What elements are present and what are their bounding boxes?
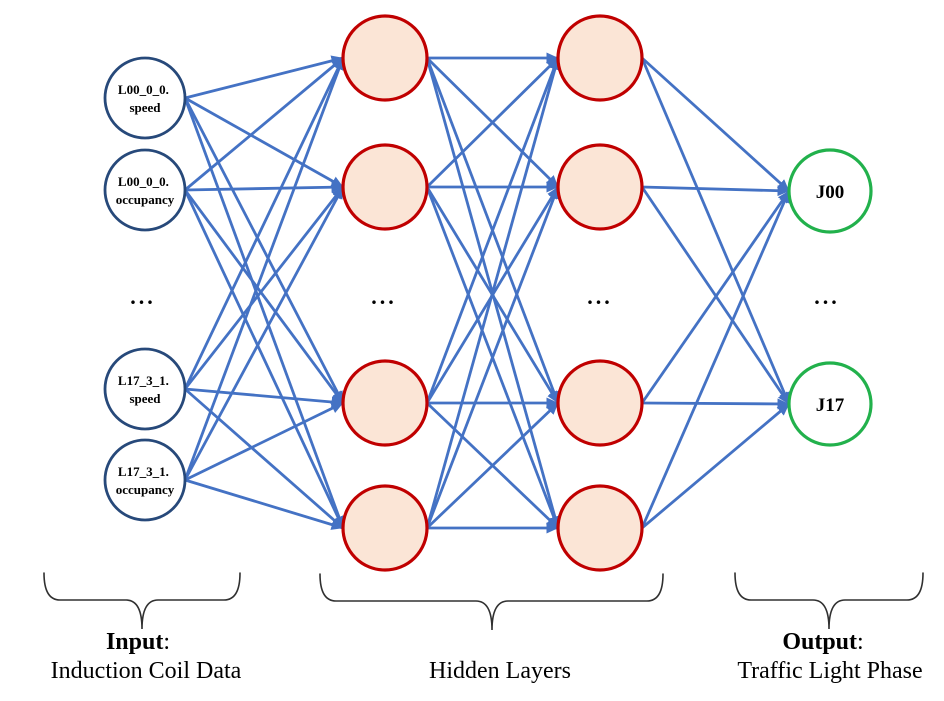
hidden2-node-4 <box>556 484 644 572</box>
edge <box>425 57 561 529</box>
edge <box>184 56 344 192</box>
edge <box>183 97 345 404</box>
output-node-1-label: J00 <box>816 182 845 203</box>
edge <box>426 57 559 188</box>
hidden2-node-1 <box>556 14 644 102</box>
edge <box>184 55 344 100</box>
input-node-4-line1: L17_3_1. <box>118 464 169 479</box>
edge-lines <box>183 52 791 534</box>
edge <box>640 190 791 404</box>
input-section-colon: : <box>163 629 170 655</box>
input-section-title: Input <box>106 629 163 655</box>
input-node-4-line2: occupancy <box>116 482 175 497</box>
edge <box>641 185 790 197</box>
output-brace <box>734 572 924 630</box>
input-ellipsis: ... <box>130 284 156 309</box>
input-node-3 <box>103 347 187 431</box>
output-section-title: Output <box>782 629 857 655</box>
edge <box>184 478 344 530</box>
output-node-2-label: J17 <box>816 395 845 416</box>
edge <box>184 401 344 482</box>
input-node-4 <box>103 438 187 522</box>
hidden2-node-2 <box>556 143 644 231</box>
hidden1-node-4 <box>341 484 429 572</box>
edge <box>184 96 344 189</box>
input-section-label: Input: <box>106 629 170 655</box>
hidden-section-label: Hidden Layers <box>429 658 571 684</box>
edge <box>184 181 344 193</box>
input-node-2-line2: occupancy <box>116 192 175 207</box>
edge <box>183 57 345 481</box>
hidden1-ellipsis: ... <box>371 284 397 309</box>
input-brace <box>43 572 241 630</box>
hidden1-node-1 <box>341 14 429 102</box>
edge <box>641 402 790 530</box>
edge <box>183 189 345 404</box>
input-node-1-label: L00_0_0. speed <box>118 82 172 115</box>
output-section-colon: : <box>857 629 864 655</box>
edge <box>183 97 345 529</box>
edge <box>183 186 345 481</box>
hidden-brace <box>319 573 664 631</box>
edge <box>183 186 345 390</box>
hidden1-node-3 <box>341 359 429 447</box>
edge <box>641 398 790 410</box>
output-ellipsis: ... <box>814 284 840 309</box>
input-node-2-line1: L00_0_0. <box>118 174 169 189</box>
hidden2-node-3 <box>556 359 644 447</box>
edge <box>425 57 560 404</box>
hidden2-ellipsis: ... <box>587 284 613 309</box>
edge <box>641 56 790 193</box>
output-section-label: Output: <box>782 629 863 655</box>
input-node-1-line1: L00_0_0. <box>118 82 169 97</box>
edge <box>640 190 791 529</box>
input-node-3-label: L17_3_1. speed <box>118 373 172 406</box>
edge <box>184 387 344 408</box>
input-node-1 <box>103 56 187 140</box>
edge <box>640 57 791 405</box>
edge <box>184 387 344 530</box>
input-node-3-line2: speed <box>129 391 161 406</box>
input-node-2-label: L00_0_0. occupancy <box>116 174 175 207</box>
edge <box>425 186 560 529</box>
input-node-4-label: L17_3_1. occupancy <box>116 464 175 497</box>
output-node-1 <box>787 148 873 234</box>
edge <box>426 401 559 530</box>
input-node-1-line2: speed <box>129 100 161 115</box>
input-section-sublabel: Induction Coil Data <box>51 658 242 684</box>
hidden1-node-2 <box>341 143 429 231</box>
output-node-2 <box>787 361 873 447</box>
input-node-2 <box>103 148 187 232</box>
output-section-sublabel: Traffic Light Phase <box>737 658 922 684</box>
input-node-3-line1: L17_3_1. <box>118 373 169 388</box>
edge <box>183 57 345 390</box>
edge <box>183 189 345 529</box>
